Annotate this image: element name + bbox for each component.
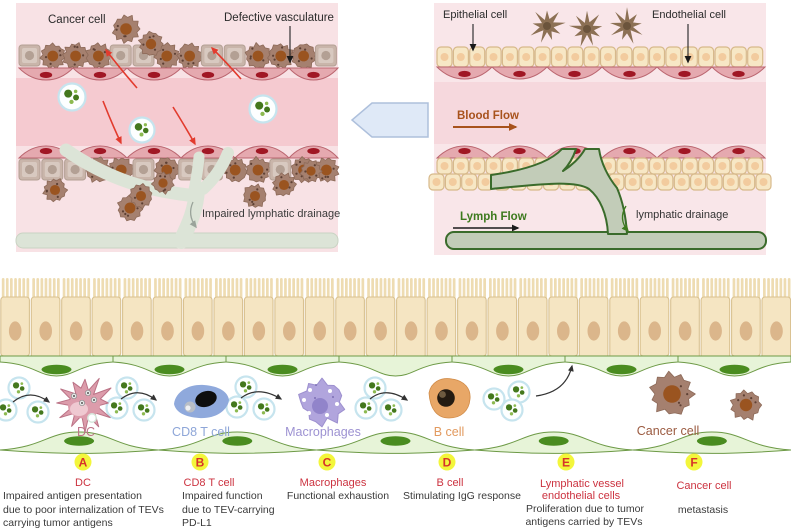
impaired-lymphatic-drainage-label: Impaired lymphatic drainage (202, 208, 340, 220)
left-panel-artwork (15, 14, 340, 249)
badge-f (685, 453, 703, 471)
defective-vasculature-label: Defective vasculature (224, 12, 334, 24)
annotation-f-title: Cancer cell (676, 480, 731, 492)
impaired-drainage-arrow (189, 201, 197, 229)
lymphatic-drainage-arrow (621, 205, 629, 233)
annotation-e-desc-line-2: antigens carried by TEVs (525, 516, 642, 528)
left-pointing-block-arrow-icon (350, 102, 429, 138)
right-panel-vessel-lumen (434, 82, 766, 144)
right-panel-artwork (428, 7, 772, 250)
annotation-d-title: B cell (437, 477, 464, 489)
badge-e-letter: E (562, 456, 570, 470)
annotation-e-desc-line-1: Proliferation due to tumor (526, 503, 644, 515)
blood-flow-label: Blood Flow (457, 110, 519, 122)
cancer-cell-label: Cancer cell (48, 14, 106, 26)
badge-f-letter: F (690, 456, 697, 470)
annotation-e-title-line-2: endothelial cells (542, 490, 621, 502)
badge-b-letter: B (196, 456, 205, 470)
b-cell-label: B cell (434, 425, 465, 439)
annotation-f-desc-line-1: metastasis (678, 504, 728, 516)
annotation-a-desc-line-2: due to poor internalization of TEVs (3, 504, 164, 516)
annotation-c-title: Macrophages (300, 477, 367, 489)
annotation-b-desc-line-3: PD-L1 (182, 517, 212, 528)
cancer-cell-bottom-label: Cancer cell (637, 424, 700, 438)
badge-b (191, 453, 209, 471)
immune-cells-panel: DC CD8 T cell Macrophages B cell Cancer … (0, 278, 791, 528)
tumor-vasculature-panel: Cancer cell Defective vasculature Impair… (15, 3, 340, 252)
annotation-a-desc-line-3: carrying tumor antigens (3, 517, 113, 528)
lymphatic-drainage-label: lymphatic drainage (636, 209, 728, 221)
badge-d (438, 453, 456, 471)
dc-cell-label: DC (77, 425, 95, 439)
endothelial-cell-label: Endothelial cell (652, 9, 726, 21)
normal-tissue-panel: Epithelial cell Endothelial cell Blood F… (428, 3, 772, 255)
badge-c-letter: C (323, 456, 332, 470)
epithelial-cell-label: Epithelial cell (443, 9, 507, 21)
bottom-panel-artwork (0, 278, 791, 454)
annotation-a-title: DC (75, 477, 91, 489)
annotation-d-desc-line-1: Stimulating IgG response (403, 490, 521, 502)
badge-e (557, 453, 575, 471)
annotation-b-desc-line-1: Impaired function (182, 490, 263, 502)
badge-a-letter: A (79, 456, 88, 470)
badge-a (74, 453, 92, 471)
annotation-e-title-line-1: Lymphatic vessel (540, 478, 624, 490)
badge-d-letter: D (443, 456, 452, 470)
lymph-flow-label: Lymph Flow (460, 211, 527, 223)
annotation-b-desc-line-2: due to TEV-carrying (182, 504, 275, 516)
annotation-c-desc-line-1: Functional exhaustion (287, 490, 389, 502)
macrophages-label: Macrophages (285, 425, 361, 439)
annotation-b-title: CD8 T cell (184, 477, 235, 489)
cd8-t-cell-label: CD8 T cell (172, 425, 230, 439)
badge-c (318, 453, 336, 471)
annotation-a-desc-line-1: Impaired antigen presentation (3, 490, 142, 502)
